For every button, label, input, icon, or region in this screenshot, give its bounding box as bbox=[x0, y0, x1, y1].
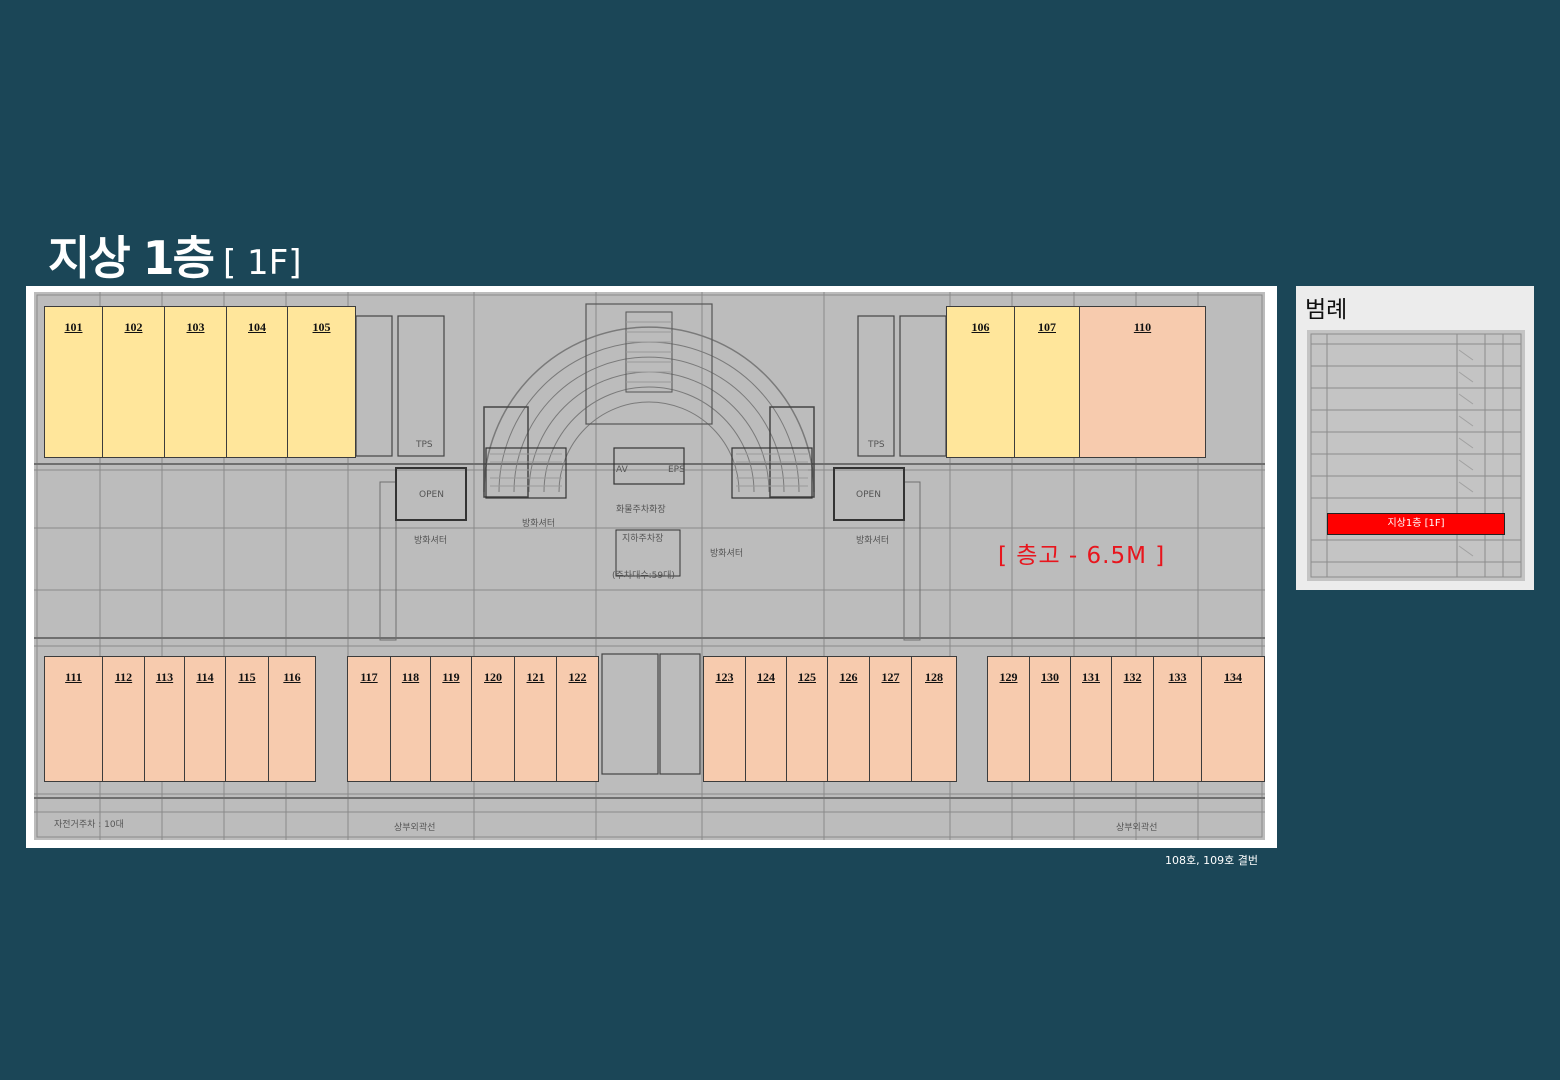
legend-title: 범례 bbox=[1305, 297, 1348, 323]
floor-height-note: [ 층고 - 6.5M ] bbox=[998, 543, 1166, 569]
unit-133[interactable]: 133 bbox=[1153, 656, 1202, 782]
unit-118[interactable]: 118 bbox=[390, 656, 431, 782]
open-left-label: OPEN bbox=[419, 490, 444, 500]
eps-label: EPS bbox=[668, 465, 685, 475]
unit-103[interactable]: 103 bbox=[164, 306, 227, 458]
missing-units-footnote: 108호, 109호 결번 bbox=[1165, 854, 1258, 867]
unit-105[interactable]: 105 bbox=[287, 306, 356, 458]
section-linework bbox=[1310, 333, 1522, 578]
unit-134[interactable]: 134 bbox=[1201, 656, 1265, 782]
unit-123[interactable]: 123 bbox=[703, 656, 746, 782]
legend-panel: 범례 bbox=[1296, 286, 1534, 590]
fire-shutter-label: 방화셔터 bbox=[414, 535, 447, 546]
fire-shutter-label: 방화셔터 bbox=[710, 548, 743, 559]
unit-102[interactable]: 102 bbox=[102, 306, 165, 458]
page-title-main: 지상 1층 bbox=[48, 231, 215, 285]
unit-111[interactable]: 111 bbox=[44, 656, 103, 782]
tps-left-label: TPS bbox=[415, 440, 433, 450]
unit-131[interactable]: 131 bbox=[1070, 656, 1112, 782]
unit-101[interactable]: 101 bbox=[44, 306, 103, 458]
unit-107[interactable]: 107 bbox=[1014, 306, 1080, 458]
unit-130[interactable]: 130 bbox=[1029, 656, 1071, 782]
unit-114[interactable]: 114 bbox=[184, 656, 226, 782]
open-right-label: OPEN bbox=[856, 490, 881, 500]
unit-119[interactable]: 119 bbox=[430, 656, 472, 782]
unit-110[interactable]: 110 bbox=[1079, 306, 1206, 458]
unit-128[interactable]: 128 bbox=[911, 656, 957, 782]
unit-121[interactable]: 121 bbox=[514, 656, 557, 782]
legend-section-diagram: 지상1층 [1F] bbox=[1307, 330, 1525, 581]
page-title: 지상 1층[ 1F] bbox=[48, 222, 302, 288]
tps-right-label: TPS bbox=[867, 440, 885, 450]
unit-122[interactable]: 122 bbox=[556, 656, 599, 782]
bike-parking-label: 자전거주차 : 10대 bbox=[54, 818, 124, 830]
fire-shutter-label: 방화셔터 bbox=[856, 535, 889, 546]
upper-outline-label: 상부외곽선 bbox=[1116, 821, 1157, 833]
unit-115[interactable]: 115 bbox=[225, 656, 269, 782]
page-title-sub: [ 1F] bbox=[222, 243, 302, 283]
unit-126[interactable]: 126 bbox=[827, 656, 870, 782]
unit-129[interactable]: 129 bbox=[987, 656, 1030, 782]
floor-plan: OPEN OPEN 방화셔터 방화셔터 방화셔터 방화셔터 지하주차장 (주차대… bbox=[26, 286, 1277, 848]
unit-125[interactable]: 125 bbox=[786, 656, 828, 782]
floor-plan-drawing: OPEN OPEN 방화셔터 방화셔터 방화셔터 방화셔터 지하주차장 (주차대… bbox=[34, 292, 1265, 840]
unit-113[interactable]: 113 bbox=[144, 656, 185, 782]
unit-132[interactable]: 132 bbox=[1111, 656, 1154, 782]
av-label: AV bbox=[616, 465, 629, 475]
unit-120[interactable]: 120 bbox=[471, 656, 515, 782]
unit-117[interactable]: 117 bbox=[347, 656, 391, 782]
unit-127[interactable]: 127 bbox=[869, 656, 912, 782]
fire-shutter-label: 방화셔터 bbox=[522, 518, 555, 529]
unit-116[interactable]: 116 bbox=[268, 656, 316, 782]
upper-outline-label: 상부외곽선 bbox=[394, 821, 435, 833]
legend-current-floor: 지상1층 [1F] bbox=[1327, 513, 1505, 535]
unit-112[interactable]: 112 bbox=[102, 656, 145, 782]
unit-104[interactable]: 104 bbox=[226, 306, 288, 458]
unit-124[interactable]: 124 bbox=[745, 656, 787, 782]
unit-106[interactable]: 106 bbox=[946, 306, 1015, 458]
parking-box-title: 지하주차장 bbox=[622, 532, 663, 544]
plaza-label: 화물주차화장 bbox=[616, 503, 666, 515]
parking-box-note: (주차대수:59대) bbox=[612, 569, 675, 581]
